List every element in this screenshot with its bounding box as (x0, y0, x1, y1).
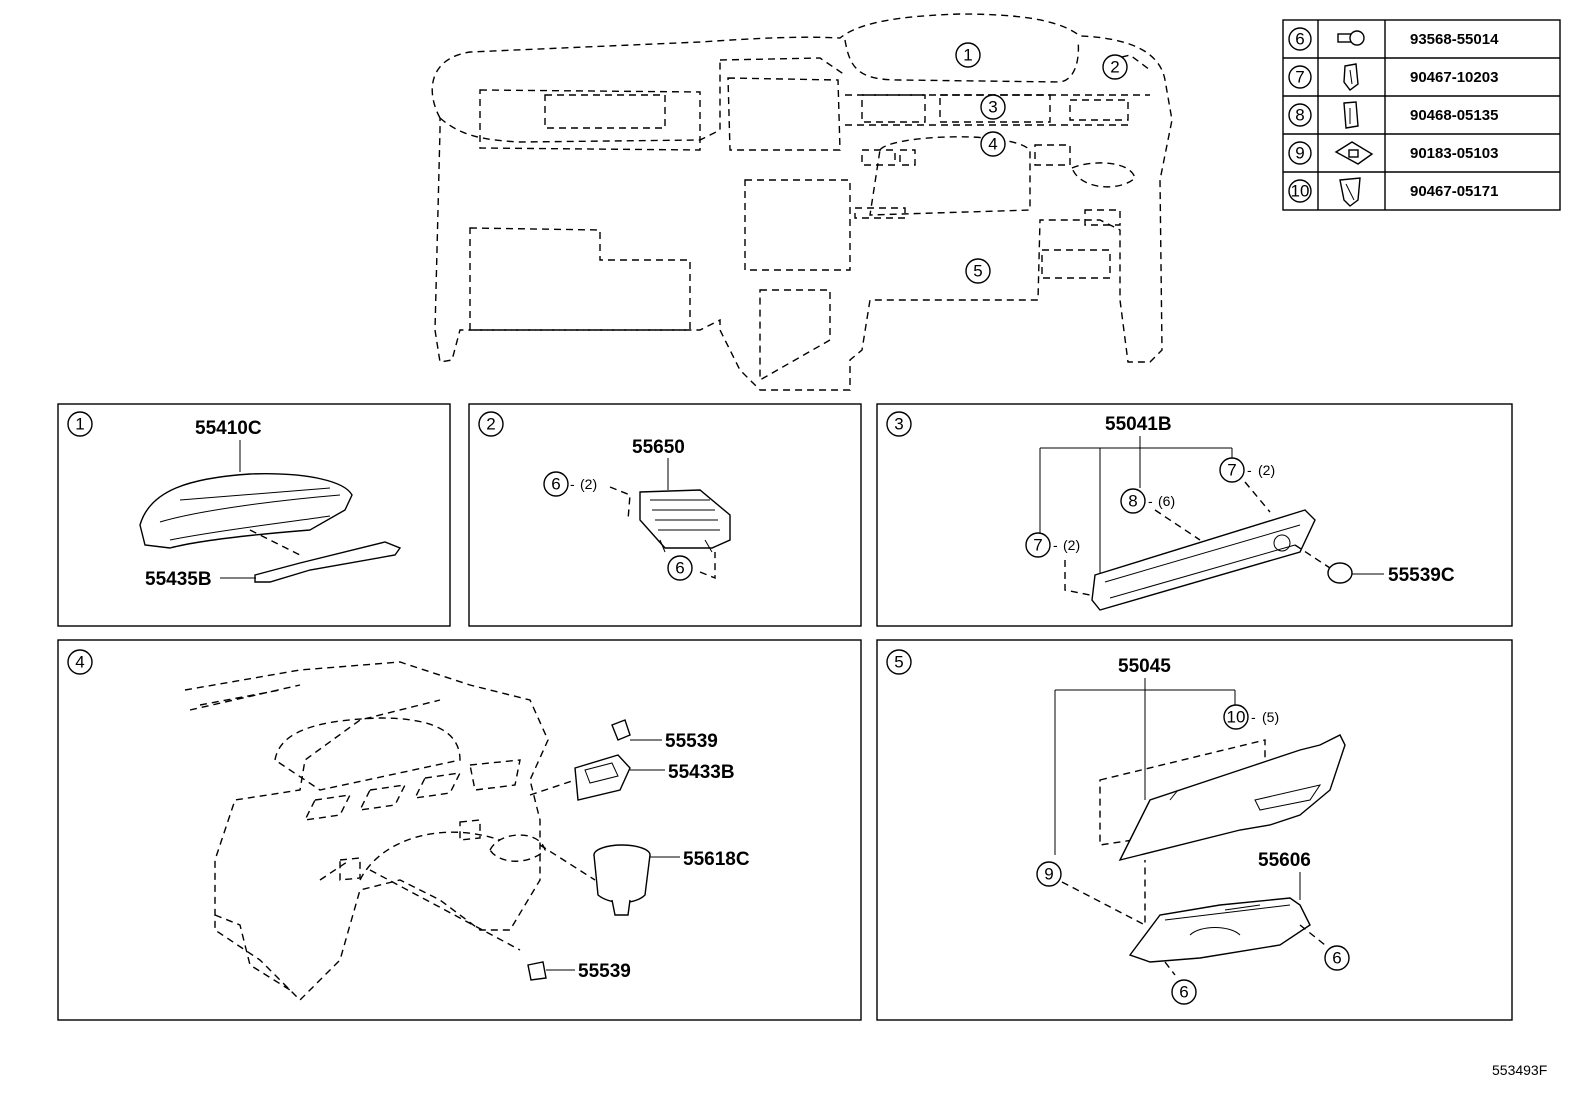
svg-text:7: 7 (1227, 461, 1236, 480)
svg-text:-: - (1247, 462, 1252, 478)
part-label: 55650 (632, 437, 685, 458)
svg-text:5: 5 (973, 262, 982, 281)
cup-holder (593, 844, 651, 916)
table-row: 7 90467-10203 (1288, 63, 1498, 91)
svg-text:7: 7 (1295, 68, 1304, 87)
part-label: 55045 (1118, 656, 1171, 677)
svg-text:7: 7 (1033, 536, 1042, 555)
fastener-table: 6 93568-55014 7 90467-10203 8 90468-0513… (1282, 19, 1561, 211)
svg-text:90468-05135: 90468-05135 (1410, 107, 1498, 124)
lower-instrument-panel (184, 661, 549, 1001)
svg-text:-: - (1148, 493, 1153, 509)
svg-text:(2): (2) (580, 476, 597, 492)
svg-text:(2): (2) (1258, 462, 1275, 478)
part-label: 55539C (1388, 565, 1455, 586)
meter-hood (254, 541, 402, 583)
part-label: 55041B (1105, 414, 1172, 435)
svg-text:(2): (2) (1063, 537, 1080, 553)
svg-text:3: 3 (988, 98, 997, 117)
svg-text:6: 6 (551, 475, 560, 494)
svg-text:-: - (1251, 709, 1256, 725)
nut-clip-icon (1334, 141, 1374, 165)
combination-meter (139, 473, 353, 549)
svg-text:1: 1 (75, 415, 84, 434)
diagram-code: 553493F (1492, 1062, 1547, 1078)
svg-text:6: 6 (1332, 949, 1341, 968)
part-label: 55618C (683, 849, 750, 870)
vent-part-55539-upper (611, 719, 631, 741)
dashboard-overview (431, 13, 1173, 391)
svg-text:2: 2 (1110, 58, 1119, 77)
clip-icon (1339, 177, 1361, 207)
switch-base (574, 754, 631, 801)
overview-callouts: 1 2 3 4 5 (955, 42, 1128, 284)
svg-text:-: - (1053, 537, 1058, 553)
svg-text:9: 9 (1295, 144, 1304, 163)
svg-text:8: 8 (1295, 106, 1304, 125)
air-vent (639, 489, 731, 553)
svg-text:(5): (5) (1262, 709, 1279, 725)
svg-text:90467-10203: 90467-10203 (1410, 69, 1498, 86)
clip-icon (1343, 101, 1359, 129)
svg-text:10: 10 (1227, 708, 1246, 727)
svg-text:-: - (570, 476, 575, 492)
svg-text:4: 4 (988, 135, 997, 154)
svg-text:6: 6 (675, 559, 684, 578)
table-row: 8 90468-05135 (1288, 101, 1498, 129)
detail-panel-3: 3 55041B 7 -(2) 8 -(6) 7 -(2) 55539C (876, 403, 1513, 627)
svg-text:6: 6 (1295, 30, 1304, 49)
table-row: 9 90183-05103 (1288, 141, 1498, 165)
part-label: 55433B (668, 762, 735, 783)
part-label: 55539 (578, 961, 631, 982)
svg-text:90467-05171: 90467-05171 (1410, 183, 1498, 200)
table-row: 6 93568-55014 (1288, 27, 1499, 51)
part-label: 55606 (1258, 850, 1311, 871)
svg-text:6: 6 (1179, 983, 1188, 1002)
svg-text:2: 2 (486, 415, 495, 434)
svg-text:4: 4 (75, 653, 84, 672)
svg-text:(6): (6) (1158, 493, 1175, 509)
garnish-panel (1091, 509, 1316, 611)
detail-panel-4: 4 55539 55433B 5 (57, 639, 862, 1021)
svg-text:3: 3 (894, 415, 903, 434)
vent-part-55539-lower (527, 961, 547, 981)
knob (1327, 562, 1353, 584)
part-label: 55539 (665, 731, 718, 752)
svg-text:1: 1 (963, 46, 972, 65)
svg-text:93568-55014: 93568-55014 (1410, 31, 1499, 48)
bolt-icon (1337, 30, 1365, 46)
part-label: 55435B (145, 569, 212, 590)
svg-text:10: 10 (1291, 182, 1310, 201)
svg-text:9: 9 (1044, 865, 1053, 884)
detail-panel-5: 5 55045 10 -(5) 9 55606 6 6 (876, 639, 1513, 1021)
part-label: 55410C (195, 418, 262, 439)
table-row: 10 90467-05171 (1288, 177, 1498, 207)
detail-panel-1: 1 55410C 55435B (57, 403, 451, 627)
detail-panel-2: 2 55650 6 -(2) 6 (468, 403, 862, 627)
svg-text:8: 8 (1128, 492, 1137, 511)
svg-text:90183-05103: 90183-05103 (1410, 145, 1498, 162)
glove-box (1099, 734, 1346, 862)
svg-text:5: 5 (894, 653, 903, 672)
clip-icon (1343, 63, 1359, 91)
glove-box-door (1128, 897, 1311, 963)
